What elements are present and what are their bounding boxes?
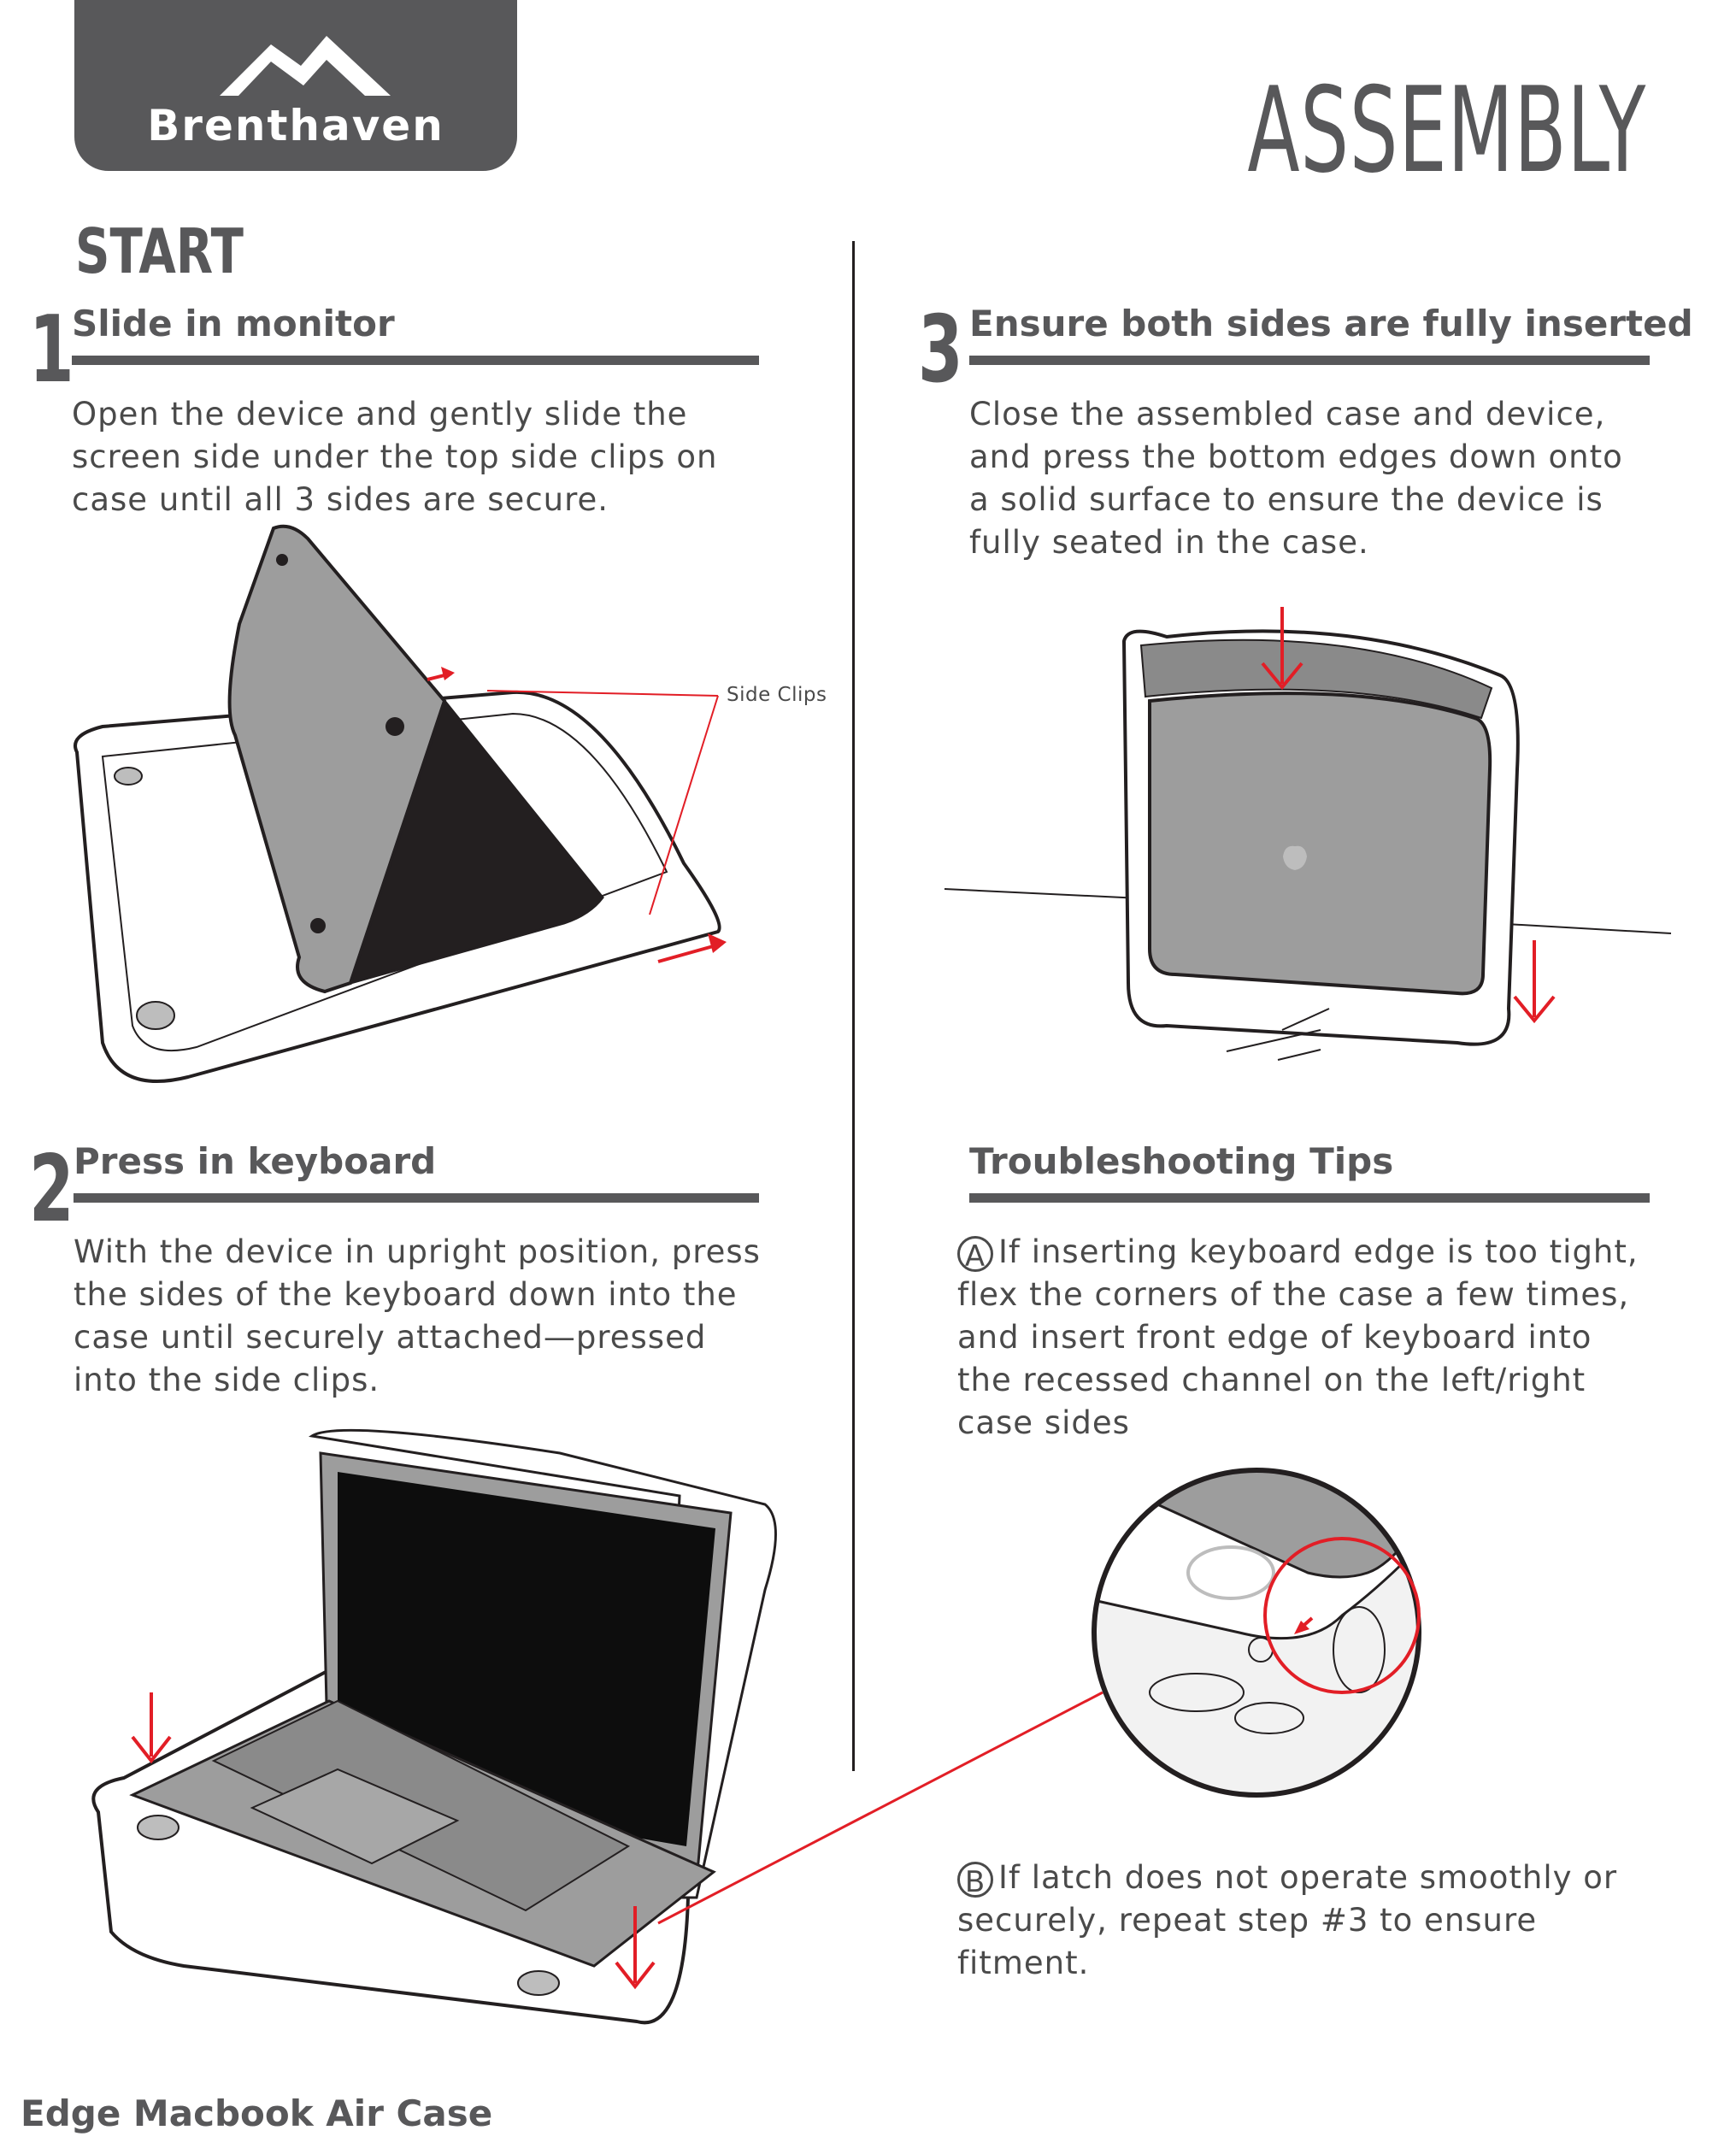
step-1-number: 1 [29,297,74,403]
step-3-illustration [944,607,1672,1061]
tip-b-letter: B [957,1861,993,1899]
tip-a-letter: A [957,1235,993,1274]
step-1-illustration [74,524,727,1083]
step-2-body: With the device in upright position, pre… [74,1233,761,1398]
step-3-number: 3 [918,297,963,403]
troubleshooting-rule [969,1193,1650,1203]
step-2-rule [74,1193,759,1203]
step-2-number: 2 [29,1136,74,1243]
brand-name: Brenthaven [147,101,444,150]
step-1-title: Slide in monitor [72,303,395,344]
step-2-illustration [91,1428,777,2025]
troubleshooting-title: Troubleshooting Tips [969,1140,1394,1182]
tip-b-text: If latch does not operate smoothly or se… [957,1859,1618,1981]
step-3-rule [969,356,1650,365]
page-title: ASSEMBLY [1247,62,1646,199]
mountain-logo-icon [220,36,391,96]
step-2-title: Press in keyboard [74,1140,437,1182]
column-divider [852,241,855,1771]
tip-a-text: If inserting keyboard edge is too tight,… [957,1233,1639,1441]
side-clips-callout: Side Clips [727,684,827,706]
product-name: Edge Macbook Air Case [21,2092,493,2134]
start-label: START [75,215,244,287]
step-3-title: Ensure both sides are fully inserted [969,303,1693,344]
step-1-body: Open the device and gently slide the scr… [72,396,718,518]
step-1-rule [72,356,759,365]
zoom-detail-illustration [1092,1468,1421,1798]
step-3-body: Close the assembled case and device, and… [969,396,1623,561]
brand-logo: Brenthaven [74,0,517,171]
connector-line [657,1691,1103,1925]
